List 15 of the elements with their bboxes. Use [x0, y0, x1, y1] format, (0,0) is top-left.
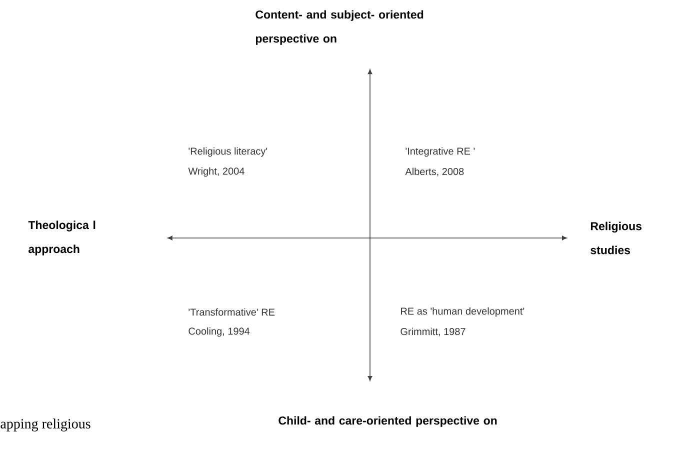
quadrant-label: Wright, 2004 [188, 167, 244, 177]
quadrant-label: Grimmitt, 1987 [400, 328, 466, 336]
axis-arrow [368, 69, 372, 381]
quadrant-label: RE as 'human development' [401, 307, 524, 317]
quadrant-label: 'Transformative' RE [188, 308, 275, 316]
quadrant-label: 'Religious literacy' [188, 147, 268, 157]
axis-label: Theologica l approach [28, 220, 96, 256]
quadrant-label: Cooling, 1994 [188, 327, 250, 337]
caption-fragment: apping religious [0, 418, 90, 432]
quadrant-label: 'Integrative RE ' [406, 147, 475, 157]
axis-label: Content- and subject- oriented perspective on [256, 10, 424, 45]
quadrant-label: Alberts, 2008 [405, 168, 464, 176]
axis-label: Religious studies [590, 222, 642, 254]
axis-arrow [168, 236, 567, 240]
axis-label: Child- and care-oriented perspective on [278, 416, 497, 427]
